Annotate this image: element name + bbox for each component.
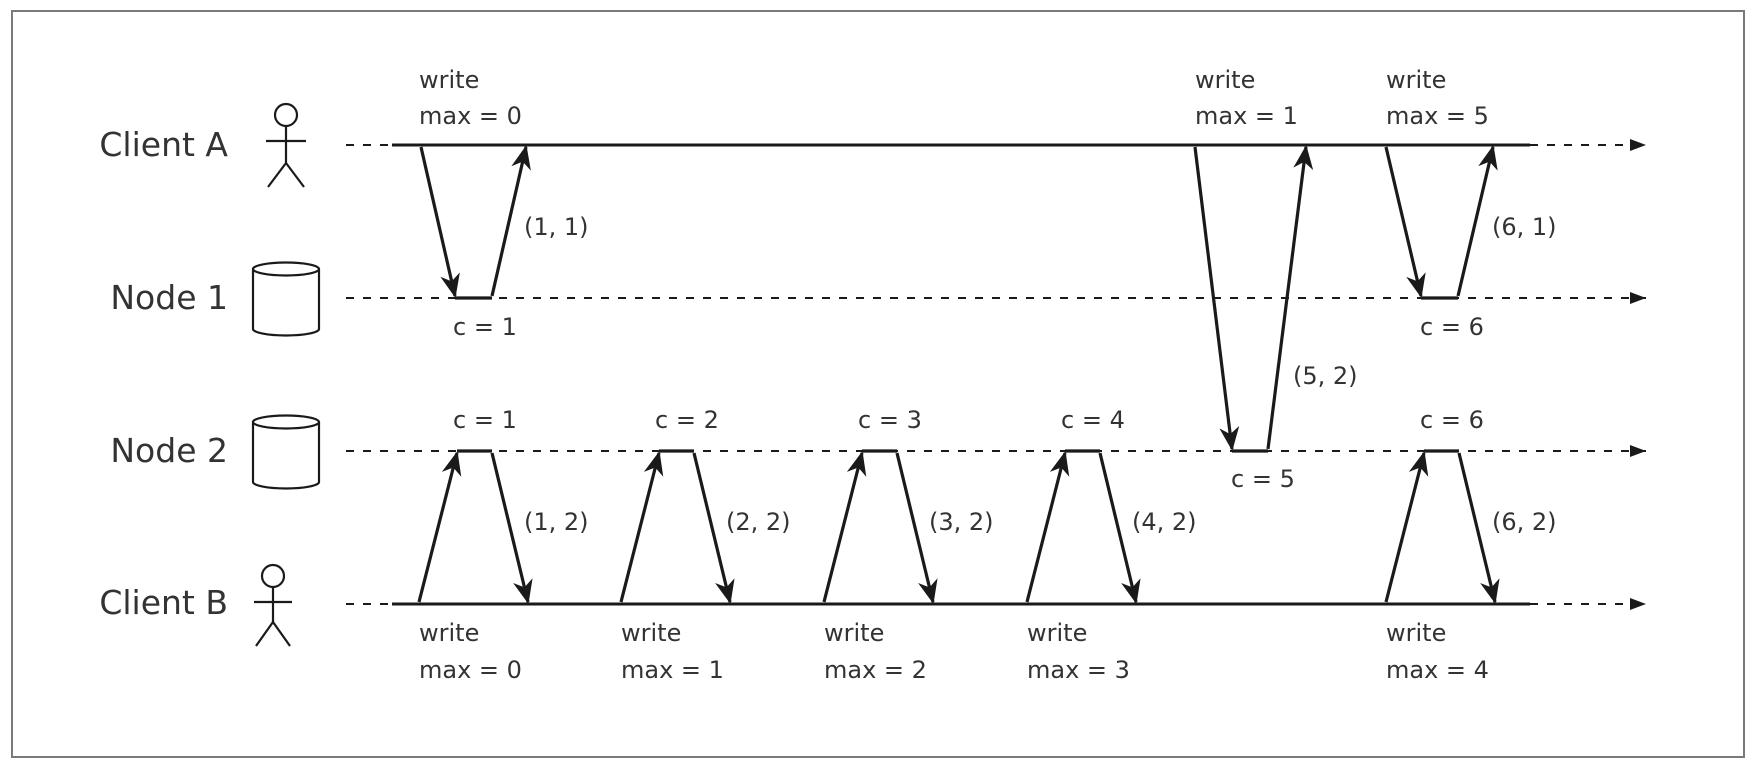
write-request-2 (619, 449, 735, 604)
write-label: write (1386, 619, 1446, 647)
reply-label: (5, 2) (1293, 362, 1358, 390)
counter-label: c = 1 (453, 406, 517, 434)
row-label-client-b: Client B (99, 583, 228, 622)
write-request-1 (417, 449, 533, 604)
reply-label: (2, 2) (726, 508, 791, 536)
reply-label: (3, 2) (929, 508, 994, 536)
write-label: write (1027, 619, 1087, 647)
counter-label: c = 2 (655, 406, 719, 434)
database-icon (251, 414, 321, 490)
database-icon (251, 261, 321, 337)
person-icon (266, 102, 306, 188)
write-label: write (1386, 66, 1446, 94)
person-icon (254, 563, 292, 647)
row-label-client-a: Client A (99, 125, 228, 164)
max-label: max = 2 (824, 656, 927, 684)
write-label: write (824, 619, 884, 647)
reply-label: (6, 2) (1492, 508, 1557, 536)
max-label: max = 1 (621, 656, 724, 684)
max-label: max = 4 (1386, 656, 1489, 684)
counter-label: c = 3 (858, 406, 922, 434)
diagram-frame (11, 10, 1745, 758)
counter-label: c = 6 (1420, 406, 1484, 434)
reply-label: (1, 1) (524, 213, 589, 241)
max-label: max = 5 (1386, 102, 1489, 130)
row-label-node-1: Node 1 (110, 278, 228, 317)
counter-label: c = 4 (1061, 406, 1125, 434)
counter-label: c = 5 (1231, 465, 1295, 493)
write-request-6 (1384, 145, 1498, 300)
write-request-0 (419, 145, 531, 300)
write-label: write (1195, 66, 1255, 94)
write-label: write (419, 66, 479, 94)
write-request-7 (1384, 449, 1500, 604)
row-label-node-2: Node 2 (110, 431, 228, 470)
write-label: write (419, 619, 479, 647)
reply-label: (1, 2) (524, 508, 589, 536)
counter-label: c = 1 (453, 313, 517, 341)
reply-label: (6, 1) (1492, 213, 1557, 241)
max-label: max = 3 (1027, 656, 1130, 684)
counter-label: c = 6 (1420, 313, 1484, 341)
max-label: max = 0 (419, 102, 522, 130)
write-request-3 (822, 449, 938, 604)
write-request-4 (1025, 449, 1141, 604)
write-label: write (621, 619, 681, 647)
write-request-5 (1193, 145, 1314, 453)
max-label: max = 0 (419, 656, 522, 684)
reply-label: (4, 2) (1132, 508, 1197, 536)
max-label: max = 1 (1195, 102, 1298, 130)
